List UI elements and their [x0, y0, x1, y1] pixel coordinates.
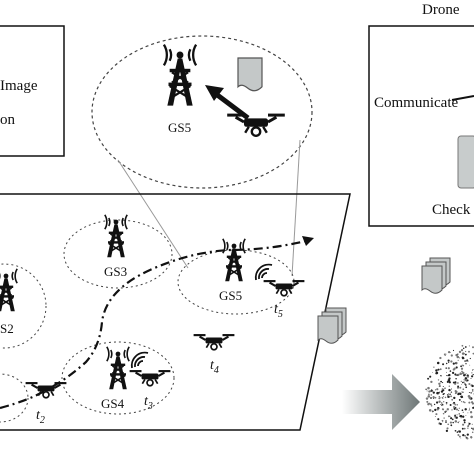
coverage-left: [0, 373, 29, 423]
time-label-t3: t3: [144, 394, 153, 412]
zoom-drone-icon: [225, 112, 287, 138]
zoom-line-right: [291, 139, 301, 277]
station-label-gs2: S2: [0, 321, 14, 336]
zoom-document-icon: [237, 57, 263, 92]
upload-arrowhead-icon: [205, 85, 224, 101]
drone-trajectory: [0, 238, 311, 410]
tower-icon-gs5: [222, 238, 246, 283]
station-label-gs4: GS4: [101, 396, 125, 411]
tower-icon-gs2: [0, 267, 19, 313]
left-panel-line1: Image: [0, 78, 38, 94]
right-panel-box: [368, 25, 474, 227]
station-label-gs3: GS3: [104, 264, 128, 279]
process-arrow: [342, 374, 420, 430]
time-label-t4: t4: [210, 358, 219, 376]
zoom-tower-icon: [162, 43, 198, 107]
device-icon: [457, 135, 474, 189]
document-stack-middle: [317, 307, 347, 344]
right-panel-title: Drone: [422, 2, 460, 18]
zoom-line-left: [117, 159, 189, 269]
signal-icon-t3: [130, 351, 149, 369]
drone-icon-t2: [24, 380, 68, 399]
point-cloud-sphere: [425, 344, 474, 440]
time-label-t2: t2: [36, 408, 45, 426]
document-stack-right: [421, 257, 451, 294]
left-panel-line2: on: [0, 112, 15, 128]
tower-icon-gs3: [104, 214, 128, 259]
coverage-gs3: [63, 219, 173, 289]
coverage-gs2: [0, 263, 47, 349]
signal-icon-t5: [254, 263, 273, 281]
left-panel-box: [0, 25, 65, 157]
trajectory-arrowhead: [302, 236, 314, 246]
tower-icon-gs4: [106, 345, 130, 391]
station-label-gs5: GS5: [219, 288, 243, 303]
time-label-t5: t5: [274, 302, 283, 320]
small-drone-icon: [451, 95, 474, 101]
right-panel-line1: Communicate: [374, 95, 459, 111]
zoom-station-label: GS5: [168, 120, 192, 135]
drone-icon-t3: [128, 368, 172, 387]
right-panel-line2: Check: [432, 202, 471, 218]
drone-icon-t5: [262, 278, 306, 297]
drone-icon-t4: [192, 332, 236, 351]
zoom-ellipse: [91, 35, 313, 189]
coverage-gs4: [61, 341, 175, 415]
